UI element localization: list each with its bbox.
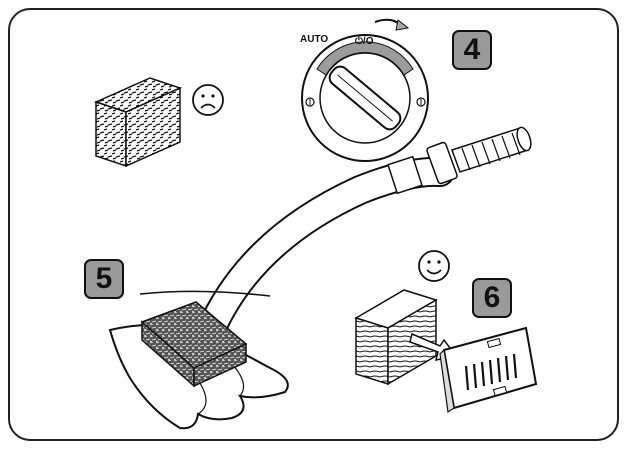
dial-auto-label: AUTO — [300, 34, 328, 45]
dial-knob — [328, 65, 402, 131]
filter-grille-cover — [439, 326, 538, 414]
sad-face-icon — [192, 84, 224, 116]
clean-filter-block — [354, 289, 438, 386]
hose-corrugated-end — [451, 126, 532, 173]
step-badge-6: 6 — [472, 278, 512, 318]
filter-block-in-hand — [140, 301, 248, 388]
dial-power-label: ⏻/O — [355, 35, 374, 47]
vacuum-hose — [195, 126, 532, 347]
step-badge-4: 4 — [452, 30, 492, 70]
happy-face-icon — [418, 250, 450, 282]
step-badge-5: 5 — [84, 259, 124, 299]
dirty-filter-block — [93, 77, 183, 168]
power-dial: AUTO ⏻/O — [300, 18, 429, 162]
